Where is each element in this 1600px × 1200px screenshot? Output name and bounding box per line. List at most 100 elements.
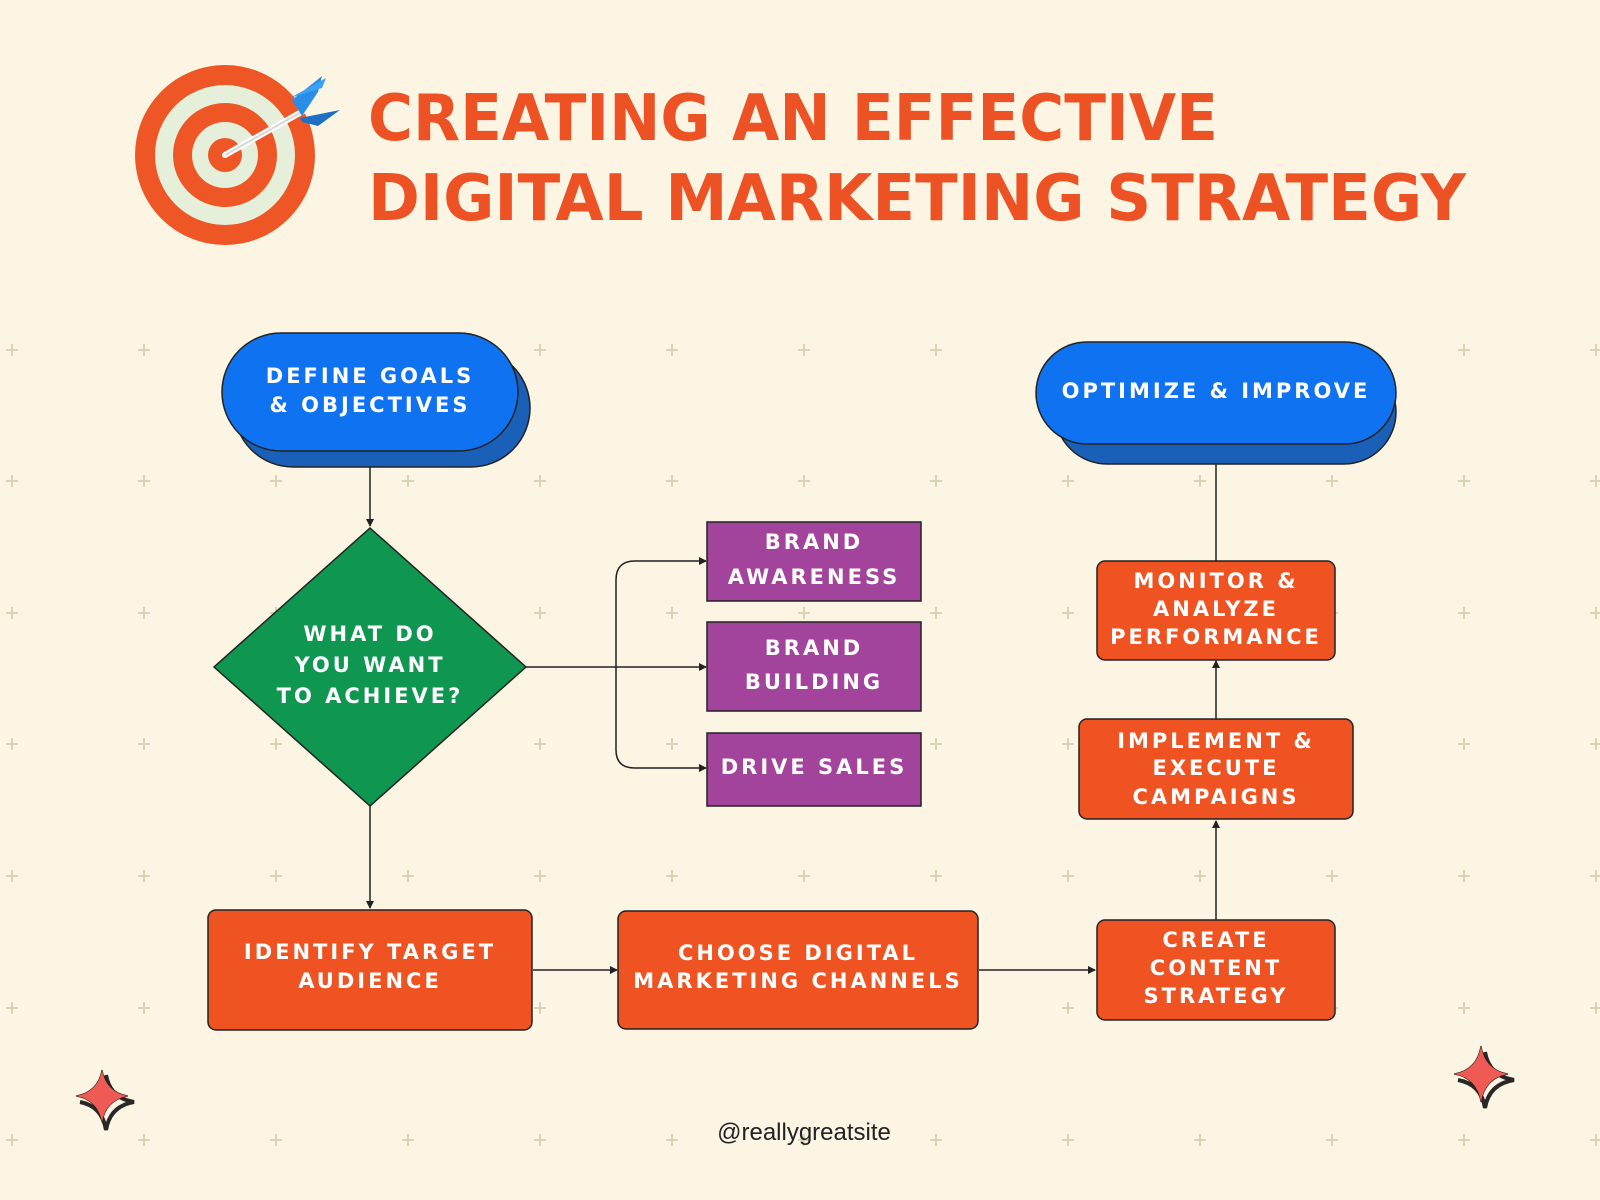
node-define-goals-label-2: & OBJECTIVES	[270, 393, 471, 417]
grid-plus-mark	[798, 870, 810, 882]
node-brand-awareness-label-1: BRAND	[765, 530, 863, 554]
grid-plus-mark	[1194, 475, 1206, 487]
grid-plus-mark	[666, 1134, 678, 1146]
grid-plus-mark	[402, 870, 414, 882]
node-content-strategy-label-1: CREATE	[1162, 928, 1269, 952]
grid-plus-mark	[1458, 607, 1470, 619]
grid-plus-mark	[270, 475, 282, 487]
grid-plus-mark	[1458, 475, 1470, 487]
grid-plus-mark	[930, 870, 942, 882]
grid-plus-mark	[534, 870, 546, 882]
node-brand-building[interactable]: BRAND BUILDING	[706, 621, 922, 712]
node-monitor-label-3: PERFORMANCE	[1110, 625, 1322, 649]
grid-plus-mark	[534, 1002, 546, 1014]
grid-plus-mark	[1590, 738, 1600, 750]
grid-plus-mark	[1458, 1134, 1470, 1146]
grid-plus-mark	[1458, 344, 1470, 356]
node-decision[interactable]: WHAT DO YOU WANT TO ACHIEVE?	[212, 526, 528, 808]
grid-plus-mark	[270, 738, 282, 750]
grid-plus-mark	[930, 607, 942, 619]
title-line-2: DIGITAL MARKETING STRATEGY	[368, 162, 1467, 236]
grid-plus-mark	[402, 475, 414, 487]
node-brand-awareness[interactable]: BRAND AWARENESS	[706, 521, 922, 602]
footer-handle[interactable]: @reallygreatsite	[717, 1119, 891, 1146]
grid-plus-mark	[1458, 1002, 1470, 1014]
node-choose-channels[interactable]: CHOOSE DIGITAL MARKETING CHANNELS	[617, 910, 979, 1030]
node-implement[interactable]: IMPLEMENT & EXECUTE CAMPAIGNS	[1078, 718, 1354, 820]
grid-plus-mark	[798, 607, 810, 619]
grid-plus-mark	[930, 1134, 942, 1146]
grid-plus-mark	[534, 738, 546, 750]
grid-plus-mark	[666, 344, 678, 356]
grid-plus-mark	[1590, 1002, 1600, 1014]
node-identify-audience-label-2: AUDIENCE	[298, 969, 442, 993]
connectors	[366, 442, 1220, 974]
grid-plus-mark	[1062, 738, 1074, 750]
grid-plus-mark	[6, 870, 18, 882]
grid-plus-mark	[1062, 475, 1074, 487]
grid-plus-mark	[1062, 870, 1074, 882]
node-brand-awareness-label-2: AWARENESS	[728, 565, 901, 589]
node-optimize-label: OPTIMIZE & IMPROVE	[1062, 379, 1371, 403]
grid-plus-mark	[1062, 1002, 1074, 1014]
grid-plus-mark	[138, 607, 150, 619]
node-define-goals[interactable]: DEFINE GOALS & OBJECTIVES	[221, 332, 531, 468]
grid-plus-mark	[1326, 1134, 1338, 1146]
node-decision-label-3: TO ACHIEVE?	[277, 684, 464, 708]
node-content-strategy[interactable]: CREATE CONTENT STRATEGY	[1096, 919, 1336, 1021]
grid-plus-mark	[666, 738, 678, 750]
grid-plus-mark	[138, 344, 150, 356]
grid-plus-mark	[666, 870, 678, 882]
sparkle-icon	[1453, 1045, 1515, 1109]
grid-plus-mark	[1590, 344, 1600, 356]
grid-plus-mark	[1326, 870, 1338, 882]
grid-plus-mark	[798, 1134, 810, 1146]
node-implement-label-2: EXECUTE	[1152, 756, 1279, 780]
grid-plus-mark	[6, 475, 18, 487]
grid-plus-mark	[270, 1134, 282, 1146]
grid-plus-mark	[1194, 1134, 1206, 1146]
connector-to-drive-sales	[615, 667, 707, 772]
node-decision-label-2: YOU WANT	[293, 653, 445, 677]
grid-plus-mark	[1590, 870, 1600, 882]
grid-plus-mark	[138, 1002, 150, 1014]
node-optimize[interactable]: OPTIMIZE & IMPROVE	[1035, 341, 1397, 465]
grid-plus-mark	[270, 870, 282, 882]
grid-plus-mark	[6, 344, 18, 356]
grid-plus-mark	[930, 344, 942, 356]
node-content-strategy-label-2: CONTENT	[1150, 956, 1282, 980]
grid-plus-mark	[1590, 475, 1600, 487]
grid-plus-mark	[1458, 738, 1470, 750]
node-choose-channels-label-2: MARKETING CHANNELS	[633, 969, 962, 993]
node-identify-audience[interactable]: IDENTIFY TARGET AUDIENCE	[207, 909, 533, 1031]
node-choose-channels-label-1: CHOOSE DIGITAL	[678, 941, 918, 965]
grid-plus-mark	[534, 475, 546, 487]
grid-plus-mark	[138, 475, 150, 487]
grid-plus-mark	[1590, 607, 1600, 619]
grid-plus-mark	[6, 1134, 18, 1146]
node-drive-sales-label: DRIVE SALES	[721, 755, 908, 779]
grid-plus-mark	[534, 1134, 546, 1146]
grid-plus-mark	[1458, 870, 1470, 882]
grid-plus-mark	[798, 344, 810, 356]
grid-plus-mark	[6, 1002, 18, 1014]
grid-plus-mark	[402, 1134, 414, 1146]
node-brand-building-label-1: BRAND	[765, 636, 863, 660]
title-line-1: CREATING AN EFFECTIVE	[368, 82, 1218, 156]
node-define-goals-label-1: DEFINE GOALS	[266, 364, 474, 388]
grid-plus-mark	[1062, 1134, 1074, 1146]
node-identify-audience-label-1: IDENTIFY TARGET	[244, 940, 496, 964]
grid-plus-mark	[1326, 475, 1338, 487]
grid-plus-mark	[930, 475, 942, 487]
grid-plus-mark	[1590, 1134, 1600, 1146]
grid-plus-mark	[930, 738, 942, 750]
node-drive-sales[interactable]: DRIVE SALES	[706, 732, 922, 807]
sparkle-icon	[75, 1069, 135, 1131]
node-monitor-label-1: MONITOR &	[1133, 569, 1298, 593]
grid-plus-mark	[798, 475, 810, 487]
node-monitor[interactable]: MONITOR & ANALYZE PERFORMANCE	[1096, 560, 1336, 661]
grid-plus-mark	[6, 607, 18, 619]
node-monitor-label-2: ANALYZE	[1153, 597, 1279, 621]
grid-plus-mark	[666, 475, 678, 487]
